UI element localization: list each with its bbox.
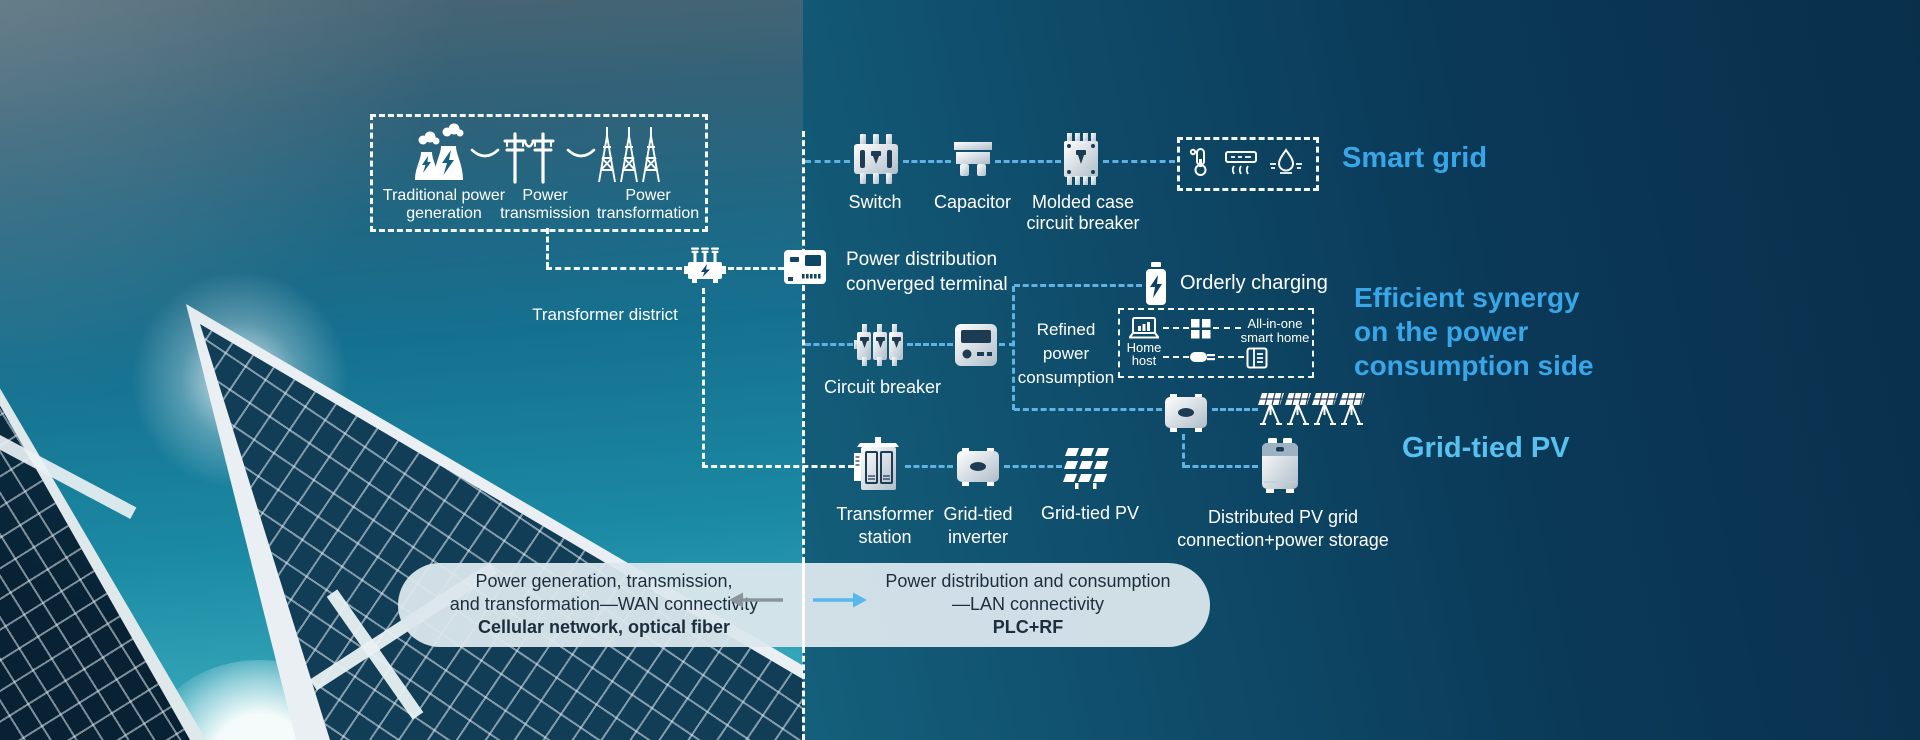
divider-line (802, 647, 805, 740)
pv-inverter-icon (1165, 394, 1207, 432)
connector-line (995, 160, 1061, 163)
capacitor-label: Capacitor (933, 192, 1012, 212)
home-host-icon (1129, 317, 1159, 339)
divider-line (802, 563, 805, 647)
switch-icon (854, 134, 898, 184)
smart-panel-icon (1191, 319, 1211, 339)
wave-icon (566, 148, 596, 158)
legend-right: Power distribution and consumption —LAN … (885, 571, 1171, 637)
home-box (1118, 308, 1314, 378)
connector-line (1184, 465, 1258, 468)
water-droplet-icon (1270, 148, 1302, 174)
smart-grid-heading: Smart grid (1342, 142, 1488, 174)
connector-line (546, 267, 682, 270)
generation-box (370, 114, 708, 232)
pv-tripod-array (1258, 392, 1366, 428)
transformation-towers-icon (598, 127, 660, 183)
connector-line (1014, 408, 1162, 411)
converged-terminal-icon (784, 250, 826, 284)
circuit-breaker-icon (854, 324, 903, 366)
wave-icon (470, 148, 500, 158)
connector-line (546, 228, 549, 268)
connector-line (702, 465, 854, 468)
connector-line (1103, 160, 1175, 163)
divider-line (802, 131, 805, 563)
plug-icon (1190, 352, 1215, 362)
grid-tied-pv-heading: Grid-tied PV (1402, 432, 1570, 464)
consumption-heading: Efficient synergy on the power consumpti… (1354, 282, 1594, 381)
legend-left: Power generation, transmission, and tran… (449, 571, 759, 637)
connector-line (1014, 284, 1142, 287)
thermometer-icon (1189, 148, 1207, 176)
home-link-line (1218, 356, 1244, 358)
switch-label: Switch (848, 192, 902, 212)
connector-line (702, 288, 705, 468)
branch-line (1012, 286, 1015, 410)
power-plant-icon (415, 123, 464, 180)
pv-tripod-icon (1339, 392, 1365, 425)
circuit-breaker-label: Circuit breaker (823, 377, 942, 397)
transmission-pylons-icon (503, 132, 555, 184)
connector-line (999, 343, 1015, 346)
capacitor-icon (954, 142, 992, 176)
air-conditioner-icon (1225, 151, 1257, 175)
connector-line (805, 160, 850, 163)
wan-left-arrow-icon (729, 592, 783, 608)
pv-tripod-icon (1285, 392, 1311, 425)
ev-charging-icon (1146, 262, 1166, 305)
connector-line (907, 343, 953, 346)
transformer-district-icon (684, 247, 726, 283)
home-link-line (1163, 327, 1189, 329)
smart-device-icon (1246, 347, 1268, 369)
home-link-line (1163, 356, 1189, 358)
transformer-district-label: Transformer district (532, 305, 678, 324)
connector-line (903, 160, 951, 163)
lan-right-arrow-icon (813, 592, 867, 608)
home-link-line (1213, 327, 1241, 329)
connector-line (905, 465, 953, 468)
power-storage-icon (1262, 438, 1298, 493)
grid-tied-inverter-icon (957, 448, 999, 486)
pv-tripod-icon (1312, 392, 1338, 425)
branch-line (1182, 434, 1185, 468)
smart-appliances-box (1177, 137, 1319, 191)
orderly-charging-label: Orderly charging (1180, 272, 1328, 294)
connector-line (805, 343, 853, 346)
connector-line (1004, 465, 1062, 468)
transformer-station-icon (854, 437, 899, 490)
grid-tied-pv-icon (1063, 448, 1109, 489)
pv-tripod-icon (1258, 392, 1284, 425)
grid-tied-pv-label: Grid-tied PV (1040, 503, 1140, 523)
connector-line (728, 267, 784, 270)
energy-meter-icon (955, 324, 997, 366)
molded-case-breaker-icon (1064, 133, 1098, 185)
connector-line (1212, 408, 1258, 411)
